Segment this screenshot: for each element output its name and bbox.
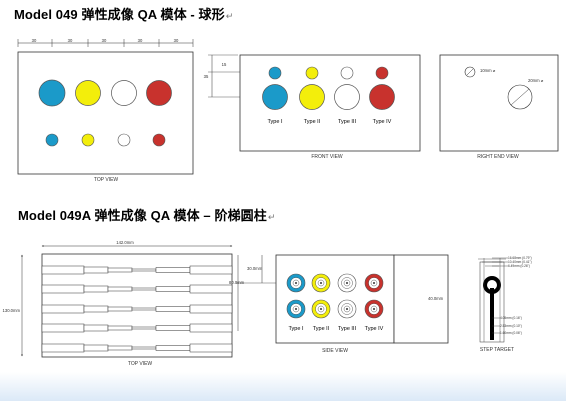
step-rod-2 [41, 284, 233, 294]
side-cylinder-white-1 [337, 273, 357, 293]
step-label-5: 2.53mm (0.10") [500, 324, 522, 328]
step-label-1: 16.68mm (0.79") [508, 256, 532, 260]
side-cylinders [286, 273, 384, 319]
side-type-iv-label: Type IV [365, 326, 384, 332]
dim-130mm: 130.0mm [3, 308, 21, 313]
step-rods [41, 265, 233, 353]
side-type-ii-label: Type II [313, 326, 330, 332]
side-view-end-frame [393, 254, 449, 344]
right-end-caption: RIGHT END VIEW [477, 154, 519, 160]
top-view-box [17, 51, 194, 175]
step-label-6: 1.60mm (0.06") [500, 331, 522, 335]
front-small-red [375, 66, 389, 80]
side-cylinder-blue-2 [286, 299, 306, 319]
side-cylinder-white-2 [337, 299, 357, 319]
side-cylinder-red-1 [364, 273, 384, 293]
dim-20mm: 20mm ⌀ [528, 78, 544, 83]
step-rod-5 [41, 343, 233, 353]
step-rod-4 [41, 323, 233, 333]
dim-30-c: 30 [102, 38, 107, 43]
step-target: 16.68mm (0.79") 10.40mm (0.41") 6.49mm (… [478, 256, 532, 353]
side-cylinder-red-2 [364, 299, 384, 319]
top-view-caption: TOP VIEW [94, 177, 119, 183]
cylinder-top-view: 142.0mm 130.0mm TOP VIEW [3, 240, 233, 367]
front-large-red [369, 84, 395, 110]
step-label-2: 10.40mm (0.41") [508, 260, 532, 264]
cylinder-side-view: 30.0mm 80.0mm 40.0mm Type I Type II Type… [229, 254, 449, 354]
step-rod-1 [41, 265, 233, 275]
cylinder-phantom-title: Model 049A 弹性成像 QA 模体 – 阶梯圆柱↵ [18, 208, 276, 223]
side-view-caption: SIDE VIEW [322, 348, 348, 354]
dim-30-d: 30 [138, 38, 143, 43]
background-fade [0, 372, 566, 401]
type-ii-label: Type II [304, 119, 321, 125]
sphere-right-end-view: 10mm ⌀ 20mm ⌀ RIGHT END VIEW [439, 54, 559, 160]
sphere-small-blue [45, 133, 59, 147]
step-rod-3 [41, 304, 233, 314]
type-iii-label: Type III [338, 119, 357, 125]
right-end-box [439, 54, 559, 152]
dim-10mm: 10mm ⌀ [480, 68, 496, 73]
side-view-frame [275, 254, 395, 344]
sphere-large-white [111, 80, 137, 106]
front-large-yellow [299, 84, 325, 110]
dim-15: 15 [222, 62, 227, 67]
top-dimension-ticks [17, 39, 194, 47]
sphere-small-red [152, 133, 166, 147]
type-i-label: Type I [268, 119, 283, 125]
dim-30-e: 30 [174, 38, 179, 43]
dim-35: 35 [204, 74, 209, 79]
dim-40mm: 40.0mm [428, 296, 444, 301]
side-type-iii-label: Type III [338, 326, 357, 332]
step-label-3: 6.49mm (0.26") [508, 264, 530, 268]
sphere-phantom-title: Model 049 弹性成像 QA 模体 - 球形↵ [14, 7, 234, 22]
front-small-blue [268, 66, 282, 80]
front-large-blue [262, 84, 288, 110]
side-cylinder-blue-1 [286, 273, 306, 293]
side-cylinder-yellow-2 [311, 299, 331, 319]
side-cylinder-yellow-1 [311, 273, 331, 293]
cyl-top-view-caption: TOP VIEW [128, 361, 153, 367]
sphere-small-yellow [81, 133, 95, 147]
type-iv-label: Type IV [373, 119, 392, 125]
dim-30-a: 30 [32, 38, 37, 43]
front-large-white [334, 84, 360, 110]
front-small-yellow [305, 66, 319, 80]
sphere-top-view: 30 30 30 30 30 TOP VIEW [17, 38, 194, 183]
sphere-large-red [146, 80, 172, 106]
sphere-small-white [117, 133, 131, 147]
step-target-caption: STEP TARGET [480, 347, 514, 353]
front-small-white [340, 66, 354, 80]
sphere-large-yellow [75, 80, 101, 106]
step-label-4: 4.05mm (0.16") [500, 316, 522, 320]
dim-30mm: 30.0mm [247, 266, 263, 271]
sphere-front-view: 15 35 Type I Type II Type III Type IV FR… [204, 54, 421, 160]
dim-142mm: 142.0mm [116, 240, 134, 245]
sphere-large-blue [38, 79, 66, 107]
side-type-i-label: Type I [289, 326, 304, 332]
front-view-caption: FRONT VIEW [311, 154, 343, 160]
dim-80mm: 80.0mm [229, 280, 245, 285]
step-target-rod [490, 288, 494, 340]
dim-30-b: 30 [68, 38, 73, 43]
